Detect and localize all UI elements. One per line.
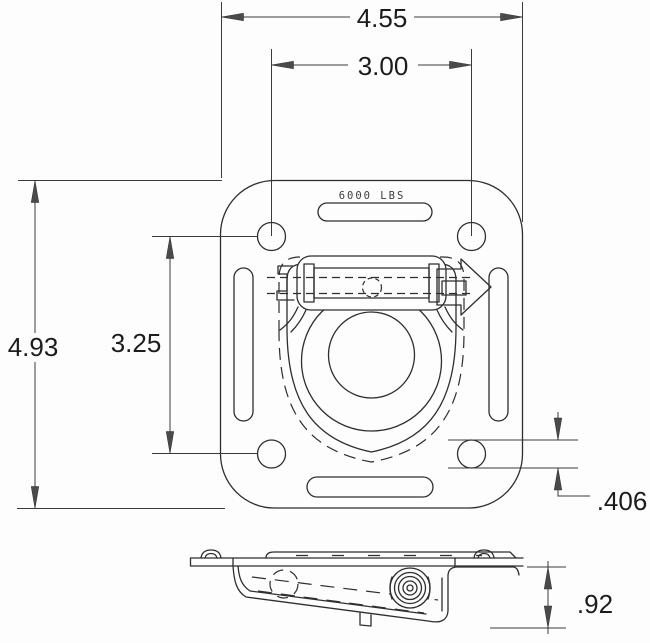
bolt-bump-right — [473, 549, 495, 559]
dim-overall-width-value: 4.55 — [357, 3, 408, 33]
retainer-clip-left — [276, 265, 295, 301]
dim-recess-depth: .92 — [490, 561, 613, 634]
load-rating-stamp: 6000 LBS — [339, 190, 406, 202]
dim-overall-height-value: 4.93 — [8, 332, 59, 362]
side-ring-hidden-2 — [257, 590, 425, 614]
side-view — [189, 549, 524, 627]
slot-left — [233, 267, 254, 422]
dim-hole-diameter-value: .406 — [597, 486, 648, 516]
dim-bolt-spacing-vertical: 3.25 — [111, 236, 257, 454]
dim-hole-diameter: .406 — [448, 412, 647, 516]
side-bracket-strip — [265, 551, 517, 559]
hinge-bracket — [296, 255, 447, 311]
side-pan-outer — [232, 565, 520, 623]
flare-right-inner — [436, 309, 453, 333]
slot-right — [488, 267, 509, 422]
latch-wedge-right — [436, 258, 492, 316]
pivot-hole-hidden — [361, 277, 383, 298]
d-ring-inner — [327, 311, 416, 399]
dim-bolt-spacing-h-value: 3.00 — [358, 51, 409, 81]
latch-wedge-notch — [441, 280, 467, 296]
flare-right-outer — [444, 306, 464, 331]
side-ring-hidden-1 — [251, 576, 439, 601]
bolt-hole-bottom-right — [456, 439, 487, 469]
side-plate-seams — [232, 557, 456, 567]
bolt-bump-left — [200, 549, 222, 559]
side-pan-inner — [237, 565, 443, 615]
slot-bottom — [306, 476, 434, 498]
pin-bar — [313, 267, 430, 299]
dim-bolt-spacing-horizontal: 3.00 — [271, 49, 472, 236]
slot-top — [317, 202, 433, 222]
dim-overall-height: 4.93 — [8, 180, 225, 509]
dim-bolt-spacing-v-value: 3.25 — [111, 328, 162, 358]
side-stop-tab — [359, 612, 372, 627]
bolt-hole-bottom-left — [256, 439, 287, 469]
recess-hidden-outline — [278, 256, 465, 463]
dim-overall-width: 4.55 — [221, 2, 523, 222]
side-plate — [189, 557, 524, 567]
side-hinge-hole-hidden — [269, 569, 299, 599]
anchor-plate-outline — [219, 179, 524, 509]
flare-left-inner — [290, 309, 307, 333]
flare-left-outer — [279, 306, 299, 331]
dim-recess-depth-value: .92 — [577, 589, 613, 619]
front-view: 6000 LBS — [219, 179, 524, 509]
pivot-boss — [389, 567, 431, 609]
